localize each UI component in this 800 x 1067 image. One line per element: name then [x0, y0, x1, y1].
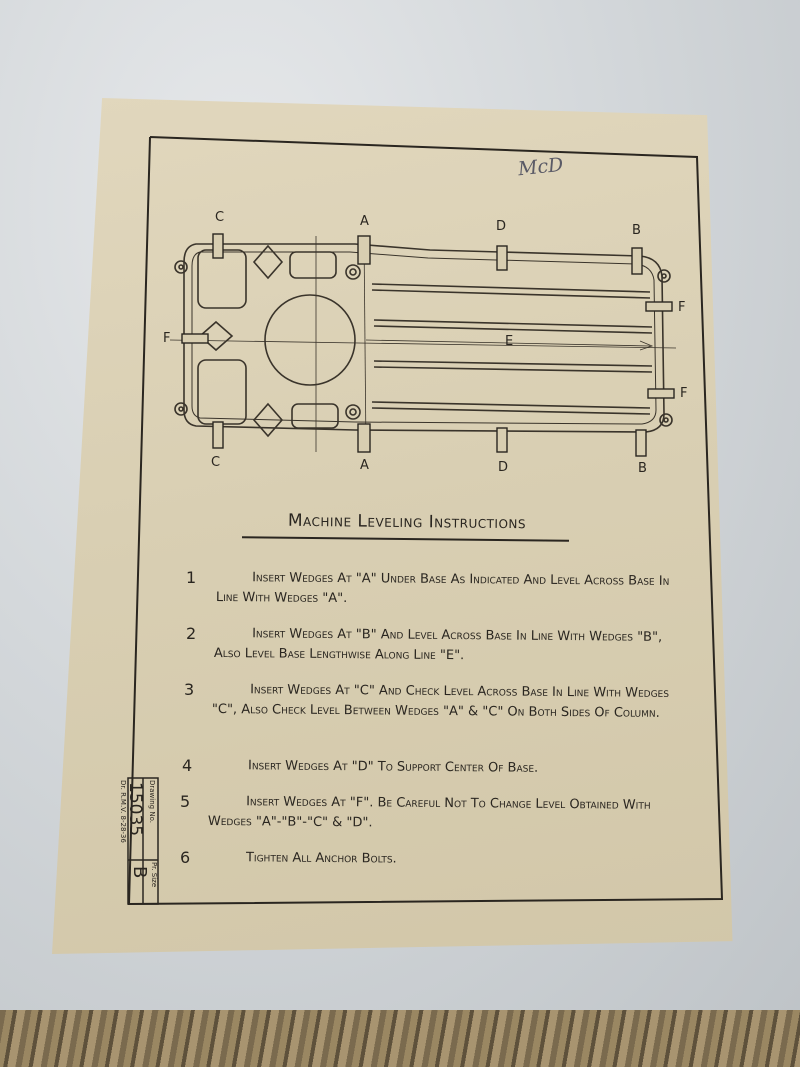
step-number: 6	[180, 848, 191, 867]
wedges	[181, 233, 675, 457]
wedge-label-a-bottom: A	[360, 458, 369, 473]
wedge-label-f-right-upper: F	[678, 300, 686, 315]
instruction-step: 3 Insert Wedges At "C" And Check Level A…	[184, 680, 669, 744]
instruction-step: 2 Insert Wedges At "B" And Level Across …	[186, 624, 666, 674]
instruction-step: 4 Insert Wedges At "D" To Support Center…	[182, 756, 662, 784]
wedge-label-b-bottom: B	[638, 461, 647, 476]
wedge-label-c-top: C	[215, 210, 225, 225]
instruction-step: 6 Tighten All Anchor Bolts.	[180, 848, 660, 876]
dimension-label-e: E	[505, 334, 514, 349]
instruction-step: 5 Insert Wedges At "F". Be Careful Not T…	[180, 792, 660, 842]
wedge-label-f-right-lower: F	[680, 386, 688, 401]
step-number: 5	[180, 792, 191, 811]
step-number: 3	[184, 680, 195, 699]
drafter-note: Dr. R.M.V. 8-28-36	[119, 780, 127, 843]
document-title: Machine Leveling Instructions	[287, 510, 527, 534]
step-text: Insert Wedges At "C" And Check Level Acr…	[211, 682, 670, 721]
drawing-sheet	[52, 98, 733, 954]
step-text: Tighten All Anchor Bolts.	[245, 850, 397, 867]
step-number: 4	[182, 756, 193, 775]
wedge-label-d-bottom: D	[498, 460, 509, 475]
floor	[0, 1010, 800, 1067]
step-text: Insert Wedges At "D" To Support Center O…	[247, 758, 539, 776]
inspector-signature: McD	[516, 153, 565, 181]
wedge-label-d-top: D	[496, 219, 507, 234]
step-number: 2	[186, 624, 197, 643]
wedge-label-b-top: B	[632, 223, 641, 238]
step-text: Insert Wedges At "B" And Level Across Ba…	[213, 626, 663, 664]
drawing-number-label: Drawing No.	[148, 780, 156, 823]
step-number: 1	[186, 568, 197, 587]
print-size: B	[129, 866, 150, 879]
step-text: Insert Wedges At "A" Under Base As Indic…	[215, 570, 670, 607]
machine-base-plan	[169, 235, 677, 453]
wedge-label-f-left: F	[163, 331, 171, 346]
print-size-label: Pr. Size	[150, 862, 158, 888]
drawing-number: 15035	[125, 782, 145, 837]
title-block-frame	[127, 777, 159, 905]
wedge-label-c-bottom: C	[211, 455, 221, 470]
instruction-step: 1 Insert Wedges At "A" Under Base As Ind…	[186, 568, 669, 618]
step-text: Insert Wedges At "F". Be Careful Not To …	[207, 794, 651, 831]
wedge-label-a-top: A	[360, 214, 369, 229]
